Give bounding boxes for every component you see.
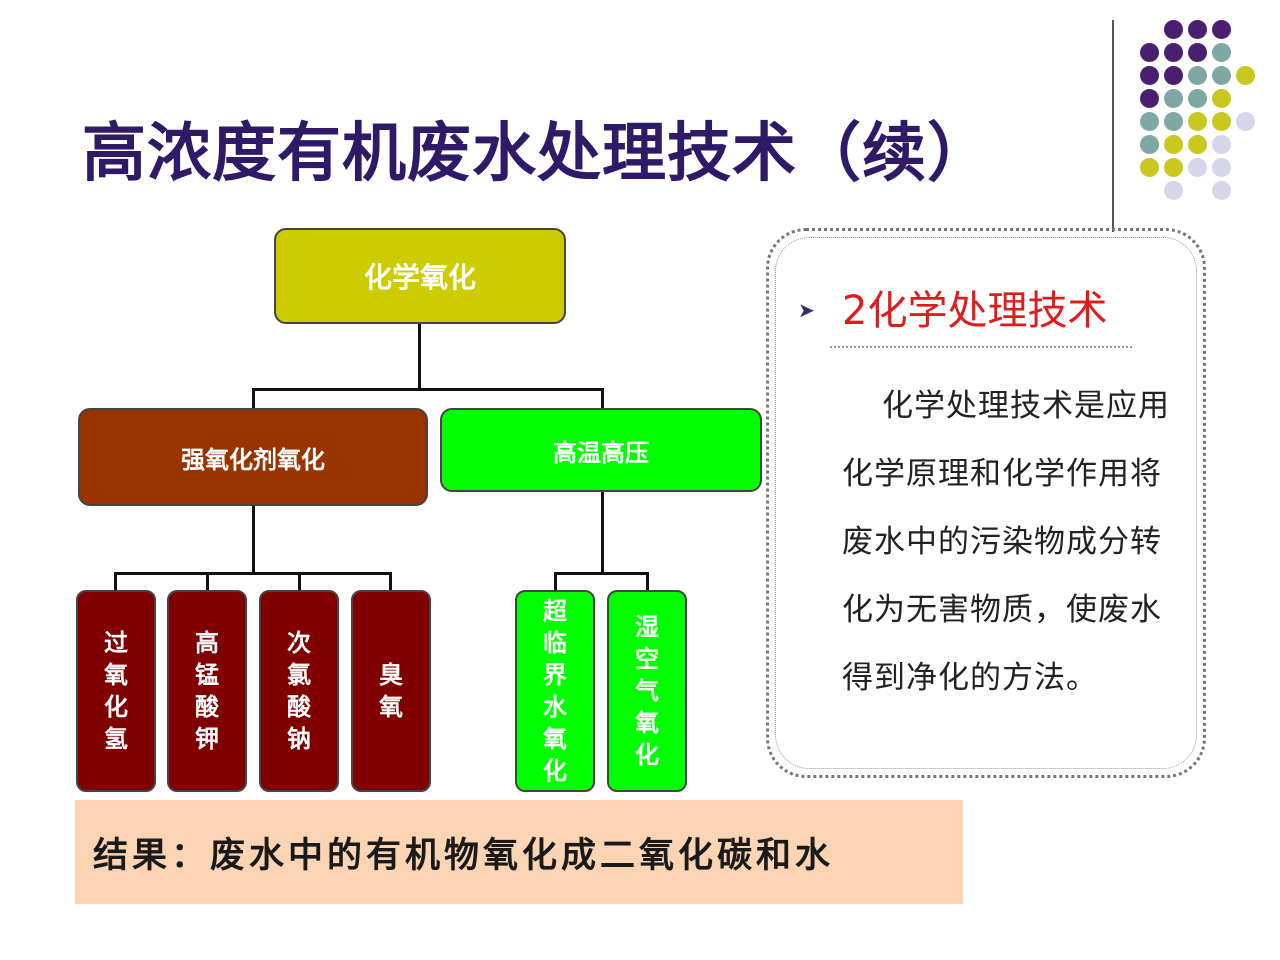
decorative-divider [1112,20,1114,232]
result-text: 结果：废水中的有机物氧化成二氧化碳和水 [93,834,835,876]
decorative-dot [1164,20,1183,39]
decorative-dot [1140,135,1159,154]
root-node: 化学氧化 [274,228,566,324]
decorative-dot [1188,158,1207,177]
connector [646,572,649,592]
connector [114,572,117,592]
decorative-dot [1212,135,1231,154]
leaf-node: 次氯酸钠 [259,590,339,792]
connector [601,490,604,574]
connector [389,572,392,592]
leaf-node: 湿空气氧化 [607,590,687,792]
panel-body-text: 化学处理技术是应用化学原理和化学作用将废水中的污染物成分转化为无害物质，使废水得… [842,388,1170,696]
decorative-dot [1164,43,1183,62]
connector [554,572,557,592]
decorative-dot [1188,66,1207,85]
leaf-label: 次氯酸钠 [287,628,311,753]
decorative-dot [1212,66,1231,85]
decorative-dot [1188,112,1207,131]
panel-heading: 2化学处理技术 [842,288,1108,334]
description-panel [766,228,1206,778]
root-node-label: 化学氧化 [363,261,476,294]
result-banner: 结果：废水中的有机物氧化成二氧化碳和水 [75,800,963,904]
leaf-node: 过氧化氢 [76,590,156,792]
connector [418,322,421,390]
decorative-dot [1140,89,1159,108]
connector [554,572,649,575]
decorative-dot [1140,158,1159,177]
connector [298,572,301,592]
decorative-dot [1164,135,1183,154]
decorative-dot [1212,181,1231,200]
decorative-dot [1236,66,1255,85]
leaf-label: 过氧化氢 [104,628,128,753]
decorative-dot [1212,89,1231,108]
leaf-node: 臭氧 [351,590,431,792]
connector [601,388,604,410]
decorative-dot [1212,20,1231,39]
leaf-label: 臭氧 [379,660,403,721]
branch-right-label: 高温高压 [553,437,649,467]
decorative-dot [1164,181,1183,200]
decorative-dot [1188,135,1207,154]
decorative-dot [1188,89,1207,108]
connector [252,388,255,410]
decorative-dot [1212,158,1231,177]
decorative-dot [1140,112,1159,131]
decorative-dot [1188,43,1207,62]
decorative-dot [1188,20,1207,39]
branch-left-label: 强氧化剂氧化 [181,444,325,474]
bullet-arrow-icon: ➤ [798,298,815,322]
decorative-dot [1164,158,1183,177]
slide-title: 高浓度有机废水处理技术（续） [82,117,992,191]
decorative-dot [1212,112,1231,131]
leaf-label: 超临界水氧化 [543,596,567,785]
connector [114,572,392,575]
decorative-dot [1140,66,1159,85]
decorative-dot [1164,112,1183,131]
decorative-dot [1140,43,1159,62]
decorative-dot [1164,66,1183,85]
leaf-node: 高锰酸钾 [167,590,247,792]
decorative-dot [1212,43,1231,62]
connector [252,388,604,391]
leaf-label: 高锰酸钾 [195,628,219,753]
panel-inner-border [775,237,1197,769]
decorative-dot [1164,89,1183,108]
connector [252,504,255,574]
branch-node-strong-oxidant: 强氧化剂氧化 [78,408,428,506]
connector [206,572,209,592]
branch-node-high-temp-pressure: 高温高压 [440,408,762,492]
decorative-dot [1236,112,1255,131]
leaf-label: 湿空气氧化 [635,612,659,769]
panel-divider [830,346,1132,348]
leaf-node: 超临界水氧化 [515,590,595,792]
